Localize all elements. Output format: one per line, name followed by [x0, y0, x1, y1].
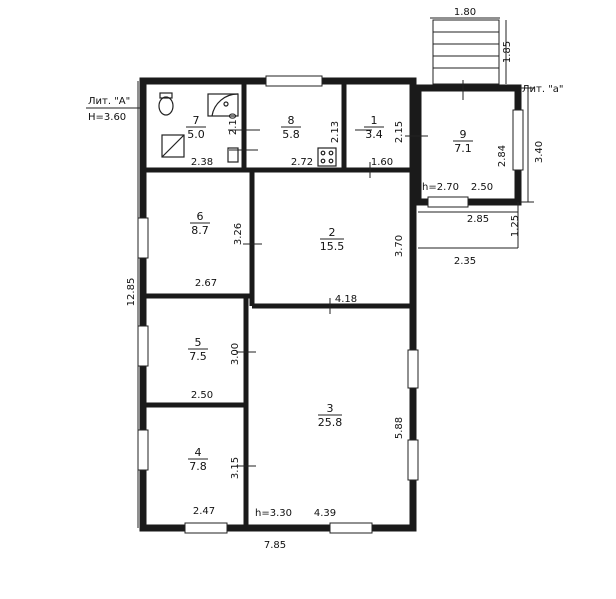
- svg-text:4.39: 4.39: [314, 508, 336, 519]
- svg-text:h=3.30: h=3.30: [255, 508, 292, 519]
- room-9: 9 7.1: [453, 128, 473, 155]
- bathroom-fixtures: [158, 92, 337, 167]
- svg-text:6: 6: [197, 210, 204, 223]
- svg-text:2.72: 2.72: [291, 157, 313, 168]
- svg-text:7.85: 7.85: [264, 540, 286, 551]
- lit-a-height: Н=3.60: [88, 112, 126, 123]
- svg-text:2.85: 2.85: [467, 214, 489, 225]
- svg-text:2.35: 2.35: [454, 256, 476, 267]
- shower-tray-icon: [161, 134, 185, 158]
- svg-text:4: 4: [195, 446, 202, 459]
- svg-text:3: 3: [327, 402, 334, 415]
- interior-walls: [143, 84, 413, 528]
- svg-text:1.85: 1.85: [502, 41, 513, 63]
- room-7: 7 5.0: [186, 114, 206, 141]
- sink-icon: [207, 93, 239, 117]
- room-8: 8 5.8: [281, 114, 301, 141]
- door-marks: [228, 80, 464, 467]
- porch-stairs: [432, 19, 500, 85]
- room-4: 4 7.8: [188, 446, 208, 473]
- svg-text:1.25: 1.25: [510, 215, 521, 237]
- svg-text:2.47: 2.47: [193, 506, 215, 517]
- svg-text:2.13: 2.13: [330, 121, 341, 143]
- room-2: 2 15.5: [320, 226, 345, 253]
- svg-text:2: 2: [329, 226, 336, 239]
- windows: [137, 75, 524, 534]
- svg-text:3.70: 3.70: [394, 235, 405, 257]
- svg-text:15.5: 15.5: [320, 240, 345, 253]
- svg-text:3.26: 3.26: [233, 223, 244, 245]
- svg-text:7: 7: [193, 114, 200, 127]
- dimension-labels: 1.80 1.85 2.10 2.38 2.13 2.72 2.15 1.60 …: [126, 7, 545, 551]
- svg-text:2.10: 2.10: [228, 113, 239, 135]
- svg-text:12.85: 12.85: [126, 278, 137, 307]
- svg-text:3.40: 3.40: [534, 141, 545, 163]
- room-1: 1 3.4: [364, 114, 384, 141]
- svg-text:7.8: 7.8: [189, 460, 207, 473]
- svg-text:7.1: 7.1: [454, 142, 472, 155]
- svg-text:7.5: 7.5: [189, 350, 207, 363]
- svg-text:h=2.70: h=2.70: [422, 182, 459, 193]
- svg-text:4.18: 4.18: [335, 294, 357, 305]
- svg-text:2.38: 2.38: [191, 157, 213, 168]
- lit-a-label: Лит. "А": [88, 96, 130, 107]
- svg-text:8.7: 8.7: [191, 224, 209, 237]
- stove-icon: [317, 147, 337, 167]
- dimension-lines: [137, 17, 534, 528]
- svg-text:8: 8: [288, 114, 295, 127]
- svg-text:9: 9: [460, 128, 467, 141]
- svg-text:5.0: 5.0: [187, 128, 205, 141]
- svg-text:3.4: 3.4: [365, 128, 383, 141]
- svg-text:2.67: 2.67: [195, 278, 217, 289]
- svg-text:5.8: 5.8: [282, 128, 300, 141]
- svg-text:1.80: 1.80: [454, 7, 476, 18]
- lit-a-small-label: Лит. "а": [522, 84, 564, 95]
- svg-text:2.50: 2.50: [471, 182, 493, 193]
- svg-text:2.84: 2.84: [497, 145, 508, 167]
- svg-text:3.00: 3.00: [230, 343, 241, 365]
- svg-text:5.88: 5.88: [394, 417, 405, 439]
- toilet-icon: [158, 96, 174, 116]
- room-6: 6 8.7: [190, 210, 210, 237]
- room-5: 5 7.5: [188, 336, 208, 363]
- svg-text:5: 5: [195, 336, 202, 349]
- svg-text:25.8: 25.8: [318, 416, 343, 429]
- svg-text:2.50: 2.50: [191, 390, 213, 401]
- svg-text:2.15: 2.15: [394, 121, 405, 143]
- svg-text:1.60: 1.60: [371, 157, 393, 168]
- room-3: 3 25.8: [318, 402, 343, 429]
- svg-text:3.15: 3.15: [230, 457, 241, 479]
- svg-text:1: 1: [371, 114, 378, 127]
